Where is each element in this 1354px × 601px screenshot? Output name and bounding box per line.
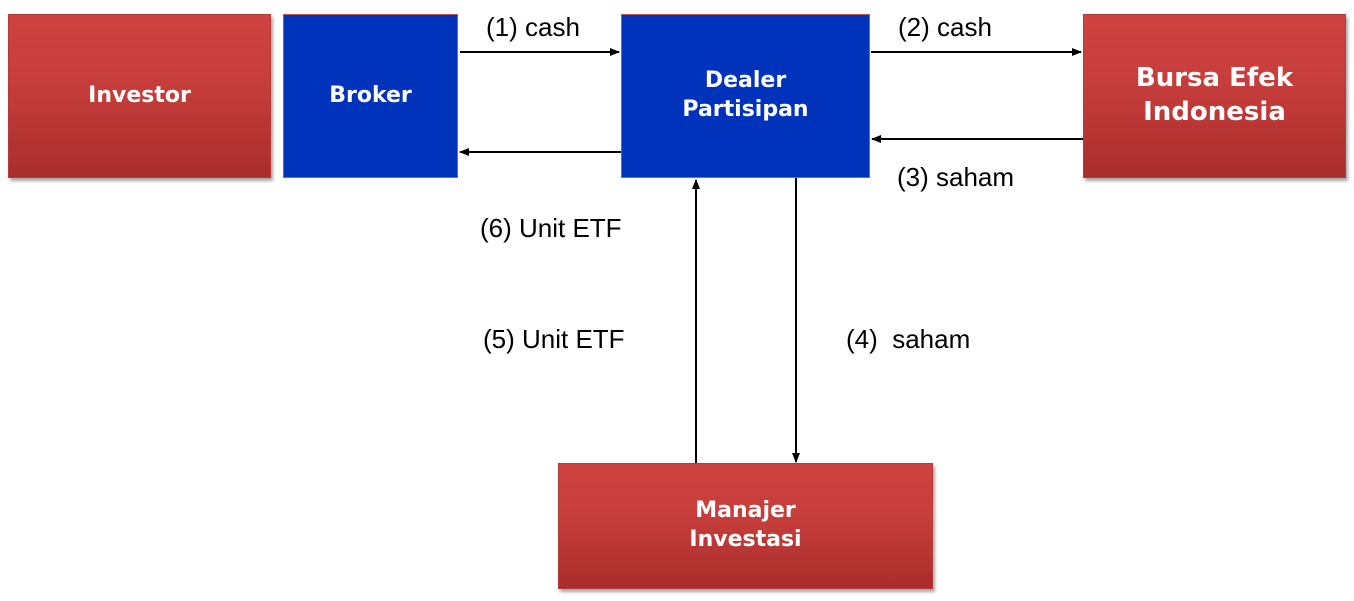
edge-label-1-cash: (1) cash [486,12,580,42]
bursa-efek-indonesia-box: Bursa Efek Indonesia [1083,14,1346,178]
broker-label: Broker [329,82,412,108]
edge-label-4-saham: (4) saham [846,324,971,354]
investor-box: Investor [8,14,271,178]
broker-box: Broker [283,14,458,178]
bursa-efek-indonesia-label: Bursa Efek Indonesia [1135,63,1294,127]
manajer-investasi-label: Manajer Investasi [689,498,802,552]
manajer-investasi-box: Manajer Investasi [558,463,933,589]
edge-label-5-unit-etf: (5) Unit ETF [483,324,625,354]
dealer-partisipan-box: Dealer Partisipan [621,14,870,178]
edge-label-6-unit-etf: (6) Unit ETF [480,213,622,243]
dealer-partisipan-label: Dealer Partisipan [682,68,809,122]
investor-label: Investor [88,82,191,108]
edge-label-3-saham: (3) saham [897,162,1015,192]
edge-label-2-cash: (2) cash [898,12,992,42]
